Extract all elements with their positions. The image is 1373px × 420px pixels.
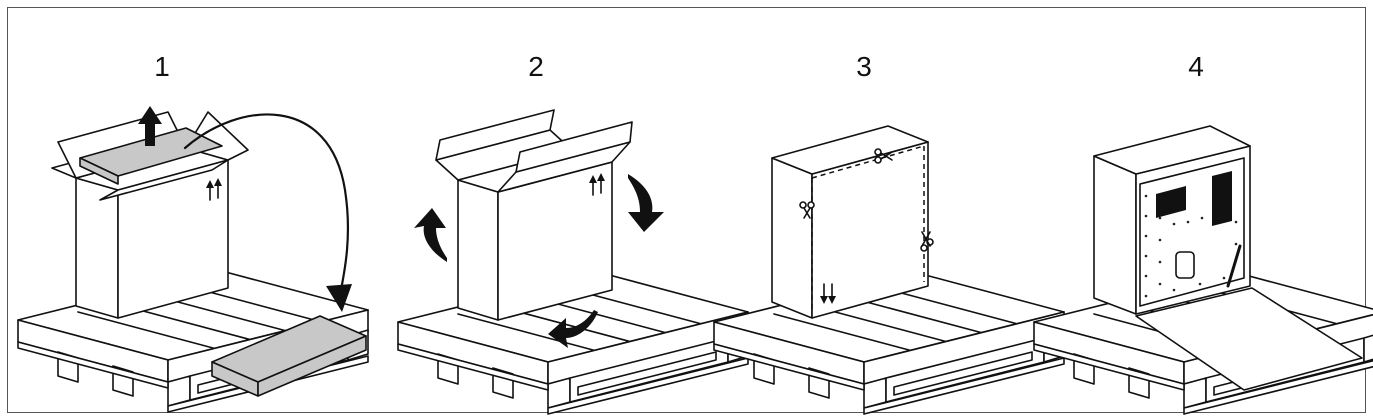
step-3-number: 3 [856, 51, 872, 82]
open-flaps-icon [397, 109, 749, 415]
scissors-icon [799, 201, 815, 219]
this-way-up-icon [589, 173, 605, 196]
ramp-unload-icon [1033, 125, 1373, 415]
vent-grille [1156, 171, 1232, 226]
rotate-arrow-icon [548, 310, 598, 348]
scissors-icon [920, 231, 934, 252]
step-2-number: 2 [528, 51, 544, 82]
rivet-dots [1144, 194, 1238, 298]
rotate-arrow-icon [414, 208, 447, 262]
step-4-number: 4 [1188, 51, 1204, 82]
remove-lid-icon [17, 106, 369, 413]
step-1-number: 1 [154, 51, 170, 82]
figure-frame [7, 7, 1366, 413]
cut-wrap-icon [713, 125, 1065, 415]
access-cutout [1175, 251, 1195, 279]
ramp [1135, 287, 1363, 391]
this-way-up-icon [206, 178, 222, 201]
down-arrows-icon [820, 283, 836, 304]
scissors-icon [874, 148, 893, 164]
rotate-arrow-icon [628, 174, 664, 232]
